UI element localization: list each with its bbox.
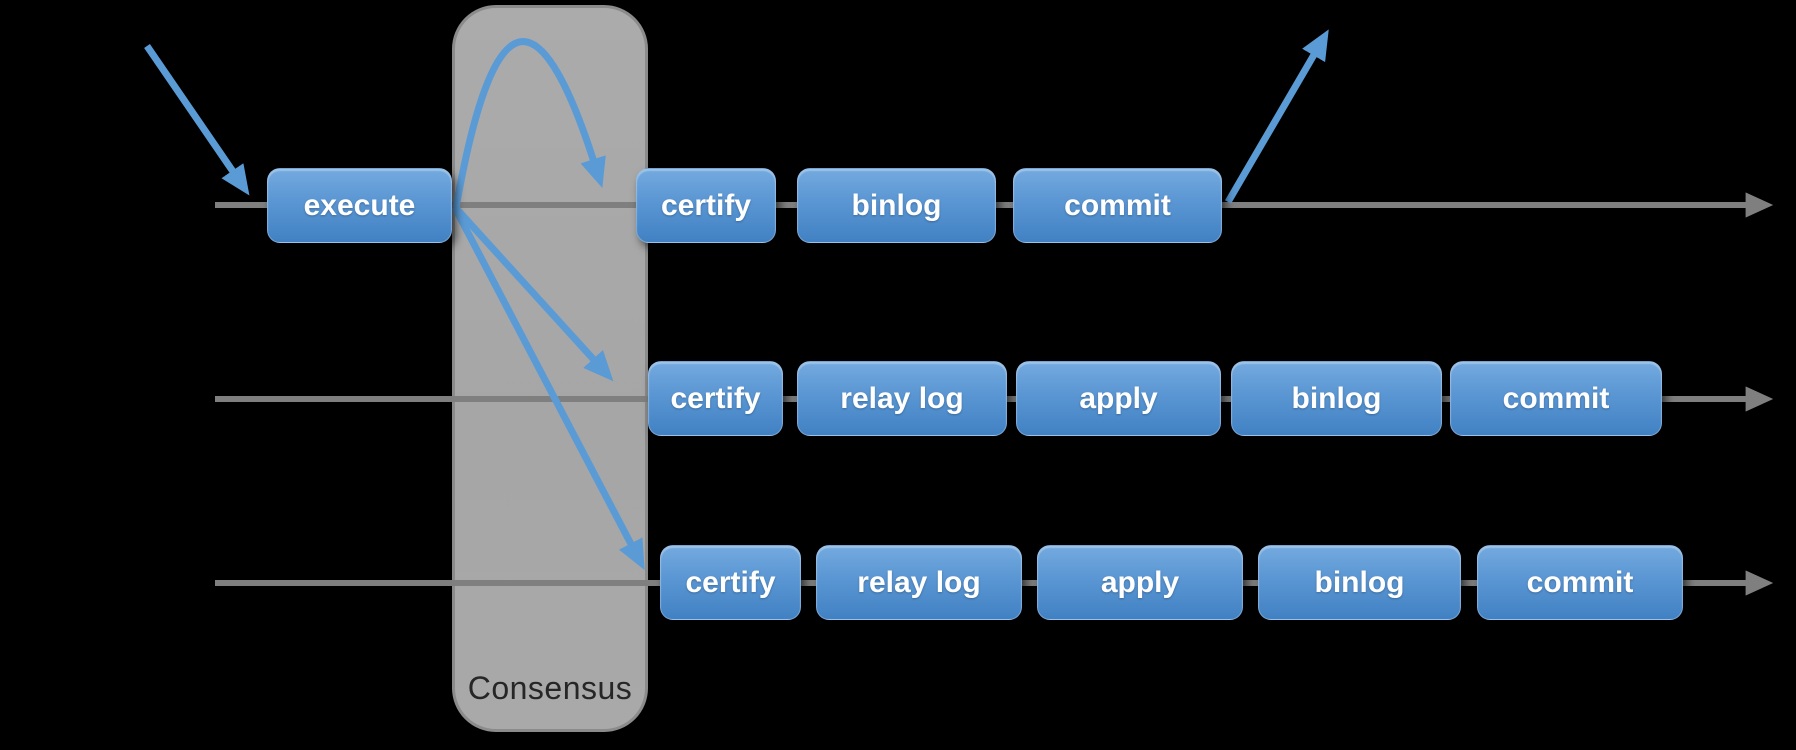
consensus-fan-arrow-row-2	[452, 204, 614, 382]
stage-box-binlog-row2: binlog	[1231, 361, 1442, 436]
stage-box-relaylog-row2: relay log	[797, 361, 1007, 436]
consensus-arc-arrow-row-1	[452, 38, 606, 209]
commit-response-arrow	[1224, 29, 1329, 204]
incoming-transaction-arrow	[144, 44, 250, 196]
stage-box-binlog-row1: binlog	[797, 168, 996, 243]
stage-box-relaylog-row3: relay log	[816, 545, 1022, 620]
consensus-label: Consensus	[467, 670, 633, 706]
stage-box-binlog-row3: binlog	[1258, 545, 1461, 620]
stage-box-commit-row3: commit	[1477, 545, 1683, 620]
stage-box-commit-row1: commit	[1013, 168, 1222, 243]
stage-box-certify-row1: certify	[636, 168, 776, 243]
stage-box-execute: execute	[267, 168, 452, 243]
stage-box-certify-row2: certify	[648, 361, 783, 436]
stage-box-apply-row3: apply	[1037, 545, 1243, 620]
consensus-fan-arrow-row-3	[451, 206, 645, 571]
stage-box-apply-row2: apply	[1016, 361, 1221, 436]
stage-box-certify-row3: certify	[660, 545, 801, 620]
consensus-region: Consensus	[452, 5, 648, 732]
stage-box-commit-row2: commit	[1450, 361, 1662, 436]
